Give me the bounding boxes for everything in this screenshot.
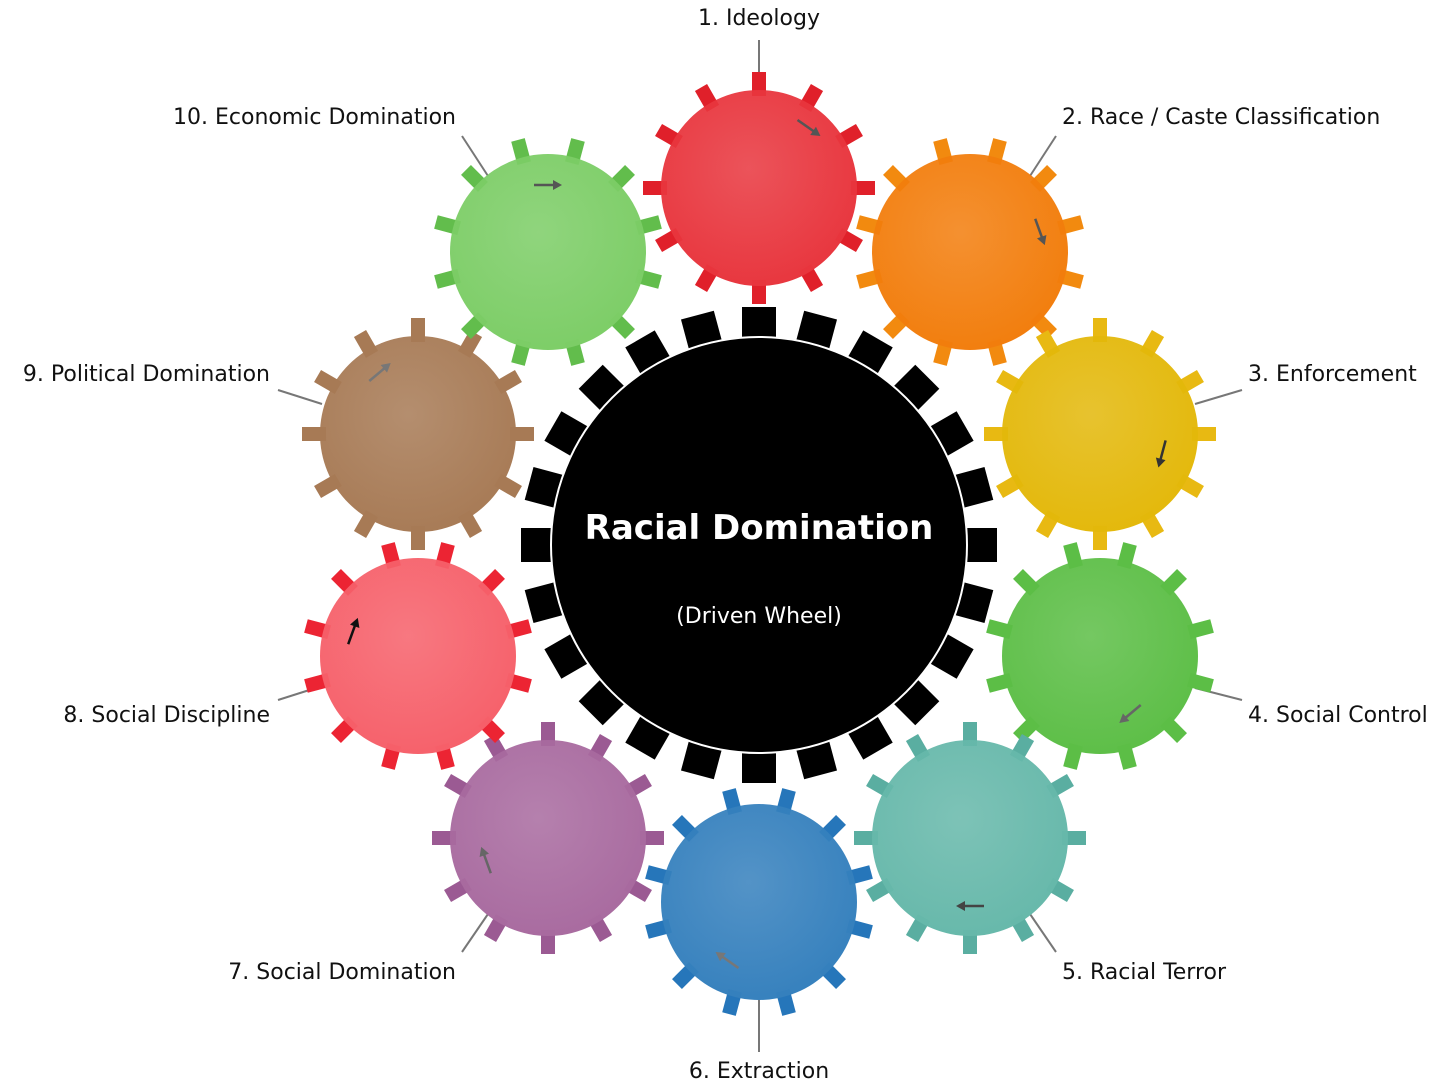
gear-label: 4. Social Control	[1248, 703, 1428, 728]
gear-5	[854, 722, 1086, 954]
rotation-arrow-icon	[1155, 440, 1167, 468]
label-connector	[1194, 389, 1243, 405]
gear-label: 9. Political Domination	[23, 362, 270, 387]
gear-body	[320, 558, 516, 754]
gear-label: 1. Ideology	[698, 6, 820, 31]
gear-tooth	[541, 722, 555, 746]
gear-body	[320, 336, 516, 532]
gear-tooth	[1062, 831, 1086, 845]
label-connector	[461, 135, 489, 177]
gear-3	[984, 318, 1216, 550]
gear-tooth	[1093, 526, 1107, 550]
gear-6	[645, 788, 873, 1016]
gear-body	[450, 154, 646, 350]
gear-10	[434, 138, 662, 366]
gear-tooth	[854, 831, 878, 845]
rotation-arrow-icon	[479, 846, 492, 874]
gear-body	[661, 804, 857, 1000]
gear-4	[986, 542, 1214, 770]
rotation-arrow-icon	[368, 363, 391, 382]
center-subtitle: (Driven Wheel)	[676, 604, 842, 629]
gear-2	[856, 138, 1084, 366]
label-connector	[1029, 135, 1057, 177]
gear-label: 3. Enforcement	[1248, 362, 1417, 387]
gear-label: 10. Economic Domination	[173, 105, 456, 130]
gear-tooth	[1093, 318, 1107, 342]
gear-tooth	[984, 427, 1008, 441]
label-connector	[461, 913, 489, 953]
gear-tooth	[640, 831, 664, 845]
rotation-arrow-icon	[796, 118, 821, 137]
gear-tooth	[411, 318, 425, 342]
label-connector	[277, 389, 323, 405]
center-gear-body	[550, 336, 968, 754]
gear-8	[304, 542, 532, 770]
gear-body	[1002, 558, 1198, 754]
gear-tooth	[411, 526, 425, 550]
gear-body	[1002, 336, 1198, 532]
gear-tooth	[1192, 427, 1216, 441]
gear-1	[643, 72, 875, 304]
gear-tooth	[432, 831, 456, 845]
gear-label: 7. Social Domination	[228, 960, 456, 985]
rotation-arrow-icon	[534, 180, 562, 190]
gear-tooth	[510, 427, 534, 441]
rotation-arrow-icon	[715, 951, 740, 970]
rotation-arrow-icon	[347, 617, 360, 645]
gear-body	[872, 154, 1068, 350]
gear-tooth	[541, 930, 555, 954]
gear-label: 8. Social Discipline	[63, 703, 270, 728]
gear-label: 2. Race / Caste Classification	[1062, 105, 1380, 130]
gear-tooth	[752, 72, 766, 96]
gear-tooth	[752, 280, 766, 304]
gear-7	[432, 722, 664, 954]
gear-tooth	[963, 722, 977, 746]
gear-labels: 1. Ideology 2. Race / Caste Classificatio…	[23, 6, 1428, 1084]
gear-label: 6. Extraction	[689, 1059, 829, 1084]
satellite-gears	[302, 72, 1216, 1016]
gear-label: 5. Racial Terror	[1062, 960, 1227, 985]
gear-tooth	[643, 181, 667, 195]
center-gear-tooth	[959, 528, 997, 562]
gear-9	[302, 318, 534, 550]
label-connectors	[277, 40, 1243, 1052]
gear-tooth	[302, 427, 326, 441]
gear-body	[661, 90, 857, 286]
center-gear	[521, 307, 997, 783]
rotation-arrow-icon	[1119, 704, 1142, 723]
gear-tooth	[963, 930, 977, 954]
label-connector	[1029, 913, 1057, 953]
gear-body	[872, 740, 1068, 936]
rotation-arrow-icon	[956, 901, 984, 911]
center-gear-tooth	[521, 528, 559, 562]
center-title: Racial Domination	[585, 508, 934, 548]
rotation-arrow-icon	[1034, 218, 1047, 246]
gear-body	[450, 740, 646, 936]
gear-tooth	[851, 181, 875, 195]
center-text: Racial Domination (Driven Wheel)	[585, 508, 934, 629]
